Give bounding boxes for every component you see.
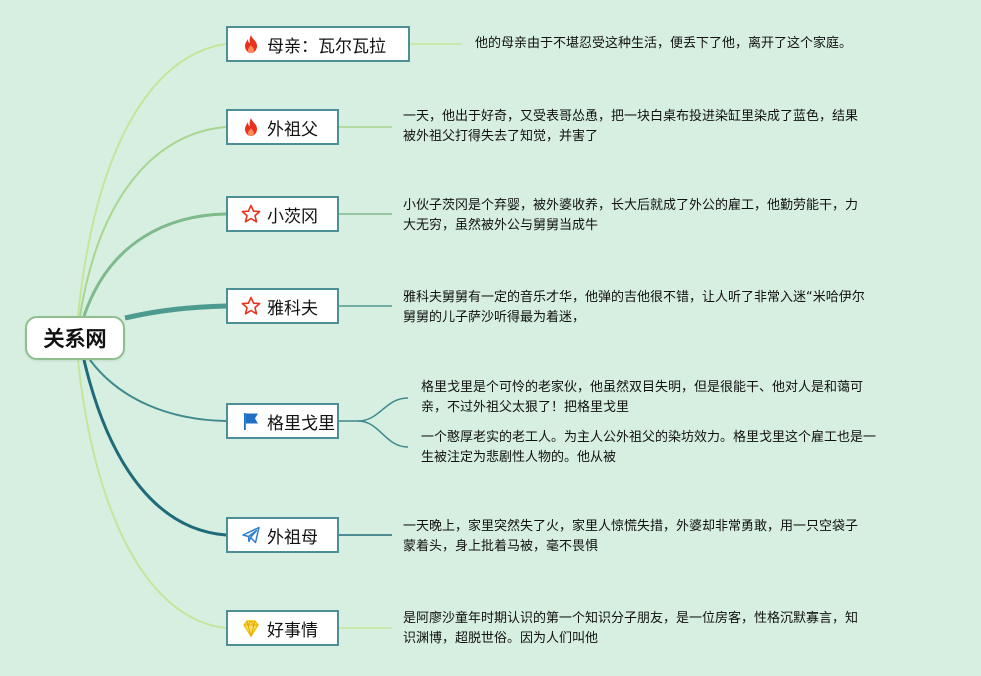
branch-node-grandmother[interactable]: 外祖母 <box>226 517 339 553</box>
branch-node-yakov[interactable]: 雅科夫 <box>226 288 339 324</box>
connector-root-branch-2 <box>79 126 227 317</box>
branch-node-mother[interactable]: 母亲：瓦尔瓦拉 <box>226 26 410 62</box>
branch-detail-tsigan: 小伙子茨冈是个弃婴，被外婆收养，长大后就成了外公的雇工，他勤劳能干，力 大无穷，… <box>403 196 858 236</box>
detail-line: 识渊博，超脱世俗。因为人们叫他 <box>403 631 599 646</box>
detail-line: 生被注定为悲剧性人物的。他从被 <box>421 450 617 465</box>
connector-root-branch-1 <box>77 43 227 317</box>
detail-line: 小伙子茨冈是个弃婴，被外婆收养，长大后就成了外公的雇工，他勤劳能干，力 <box>403 198 859 213</box>
connector-root-branch-6 <box>82 359 227 537</box>
detail-line: 一个憨厚老实的老工人。为主人公外祖父的染坊效力。格里戈里这个雇工也是一 <box>421 430 877 445</box>
connector-root-branch-5 <box>89 359 227 422</box>
detail-line: 亲，不过外祖父太狠了！把格里戈里 <box>421 400 630 415</box>
branch-detail-grigory-1: 格里戈里是个可怜的老家伙，他虽然双目失明，但是很能干、他对人是和蔼可 亲，不过外… <box>421 378 863 418</box>
connector-detail-5a <box>339 397 409 422</box>
diamond-icon <box>241 618 261 638</box>
star-outline-icon <box>241 296 261 316</box>
flame-icon <box>241 34 261 54</box>
branch-node-label: 格里戈里 <box>267 413 335 434</box>
connector-detail-5b <box>357 420 409 448</box>
root-node[interactable]: 关系网 <box>25 316 125 360</box>
detail-line: 是阿廖沙童年时期认识的第一个知识分子朋友，是一位房客，性格沉默寡言，知 <box>403 611 859 626</box>
branch-node-grandfather[interactable]: 外祖父 <box>226 109 339 145</box>
detail-line: 格里戈里是个可怜的老家伙，他虽然双目失明，但是很能干、他对人是和蔼可 <box>421 380 864 395</box>
star-outline-icon <box>241 204 261 224</box>
branch-detail-grandmother: 一天晚上，家里突然失了火，家里人惊慌失措，外婆却非常勇敢，用一只空袋子 蒙着头，… <box>403 517 858 557</box>
detail-line: 一天晚上，家里突然失了火，家里人惊慌失措，外婆却非常勇敢，用一只空袋子 <box>403 519 859 534</box>
flag-icon <box>241 411 261 431</box>
branch-detail-grigory-2: 一个憨厚老实的老工人。为主人公外祖父的染坊效力。格里戈里这个雇工也是一 生被注定… <box>421 428 876 468</box>
branch-node-label: 外祖母 <box>267 527 318 548</box>
branch-detail-good-business: 是阿廖沙童年时期认识的第一个知识分子朋友，是一位房客，性格沉默寡言，知 识渊博，… <box>403 609 858 649</box>
root-node-label: 关系网 <box>43 327 107 351</box>
branch-node-grigory[interactable]: 格里戈里 <box>226 403 339 439</box>
detail-line: 雅科夫舅舅有一定的音乐才华，他弹的吉他很不错，让人听了非常入迷“米哈伊尔 <box>403 290 865 305</box>
branch-node-label: 小茨冈 <box>267 206 318 227</box>
branch-detail-grandfather: 一天，他出于好奇，又受表哥怂恿，把一块白桌布投进染缸里染成了蓝色，结果 被外祖父… <box>403 107 858 147</box>
branch-detail-yakov: 雅科夫舅舅有一定的音乐才华，他弹的吉他很不错，让人听了非常入迷“米哈伊尔 舅舅的… <box>403 288 865 328</box>
detail-line: 大无穷，虽然被外公与舅舅当成牛 <box>403 218 599 233</box>
detail-line: 蒙着头，身上批着马被，毫不畏惧 <box>403 539 599 554</box>
connector-root-branch-4 <box>124 303 227 321</box>
connector-root-branch-7 <box>77 359 227 629</box>
branch-node-tsigan[interactable]: 小茨冈 <box>226 196 339 232</box>
branch-detail-mother: 他的母亲由于不堪忍受这种生活，便丢下了他，离开了这个家庭。 <box>475 34 852 54</box>
paper-plane-icon <box>241 525 261 545</box>
flame-icon <box>241 117 261 137</box>
branch-node-label: 外祖父 <box>267 119 318 140</box>
branch-node-label: 好事情 <box>267 620 318 641</box>
branch-node-label: 母亲：瓦尔瓦拉 <box>267 36 386 57</box>
branch-node-label: 雅科夫 <box>267 298 318 319</box>
detail-line: 他的母亲由于不堪忍受这种生活，便丢下了他，离开了这个家庭。 <box>475 36 853 51</box>
detail-line: 被外祖父打得失去了知觉，并害了 <box>403 129 599 144</box>
branch-node-good-business[interactable]: 好事情 <box>226 610 339 646</box>
detail-line: 舅舅的儿子萨沙听得最为着迷， <box>403 310 586 325</box>
detail-line: 一天，他出于好奇，又受表哥怂恿，把一块白桌布投进染缸里染成了蓝色，结果 <box>403 109 859 124</box>
connector-root-branch-3 <box>82 212 227 317</box>
